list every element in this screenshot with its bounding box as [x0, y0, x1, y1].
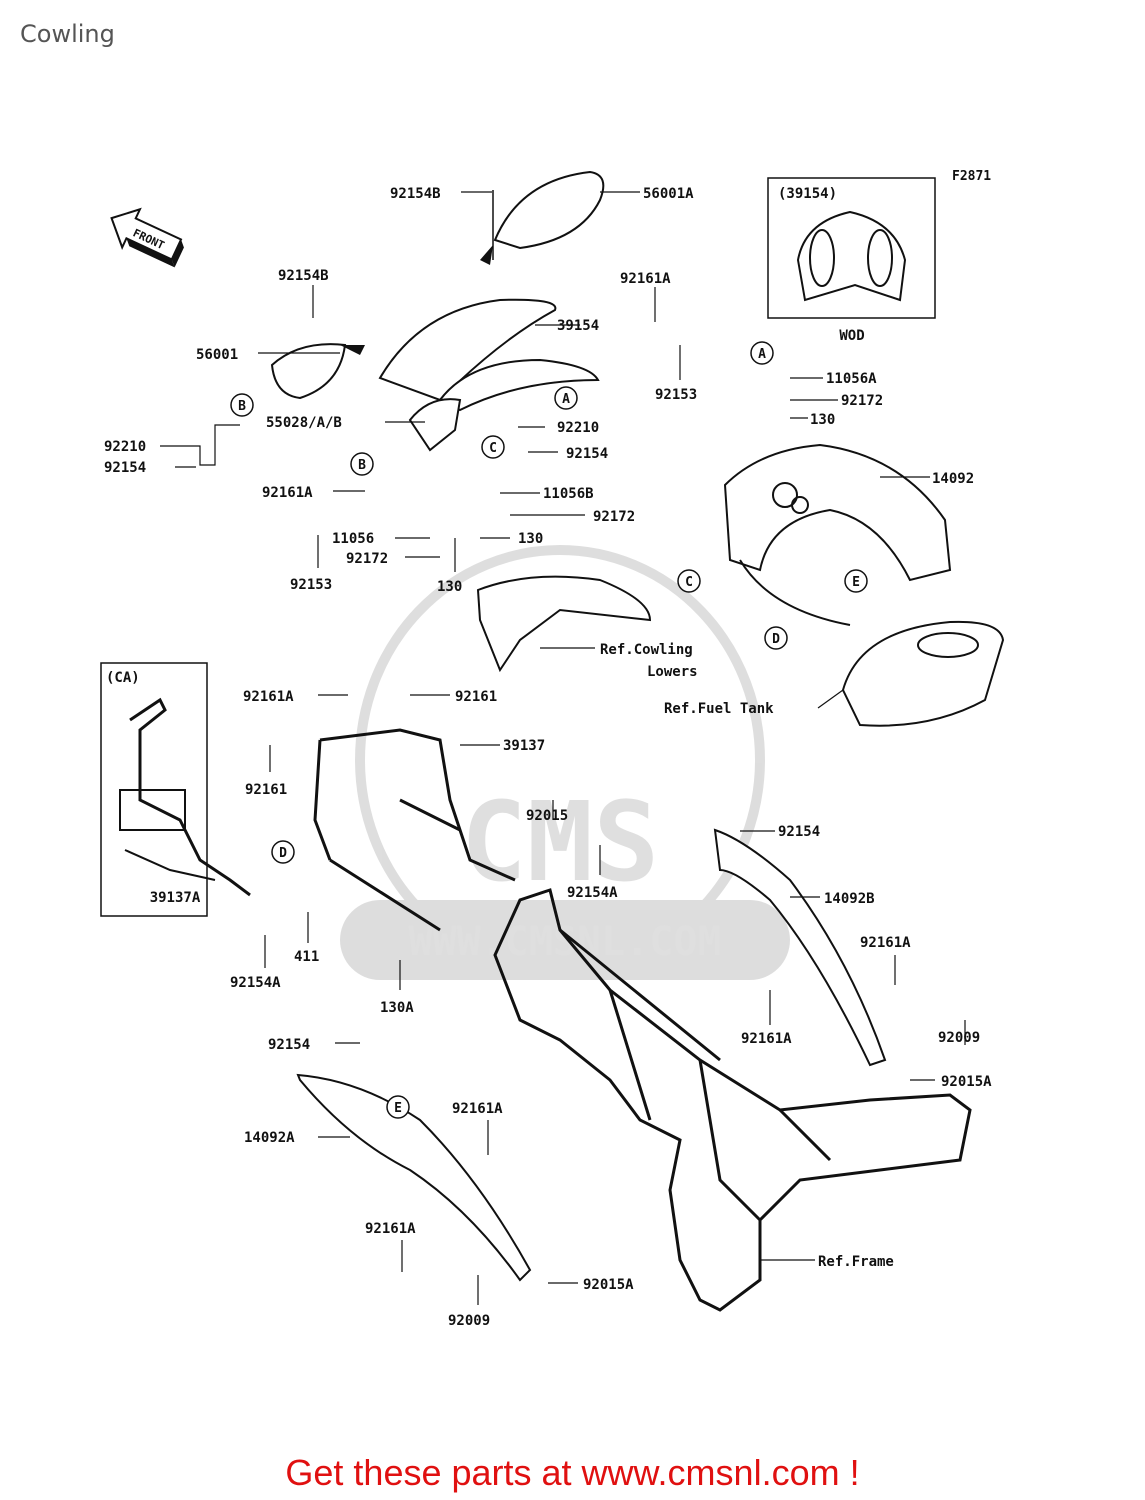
- svg-text:B: B: [238, 399, 246, 414]
- reference-labels: Ref.Cowling Lowers Ref.Fuel Tank Ref.Fra…: [600, 642, 894, 1270]
- front-arrow-icon: FRONT: [110, 207, 184, 268]
- part-label: 92210: [557, 420, 599, 436]
- cowling-stay: [408, 398, 462, 452]
- watermark-url: WWW.CMSNL.COM: [408, 919, 721, 965]
- part-label: 92161A: [262, 485, 313, 501]
- part-labels: 92154B 56001A 92154B 39154 92161A 56001 …: [104, 186, 992, 1329]
- part-label: 92015A: [583, 1277, 634, 1293]
- inner-cowling: [723, 443, 952, 626]
- part-label: 55028/A/B: [266, 415, 342, 431]
- watermark-brand: CMS: [461, 778, 660, 906]
- svg-text:D: D: [279, 846, 287, 861]
- svg-text:B: B: [358, 458, 366, 473]
- part-label: 92154: [566, 446, 608, 462]
- ref-frame: Ref.Frame: [818, 1254, 894, 1270]
- callout-circle: B: [350, 452, 374, 476]
- svg-text:A: A: [562, 392, 570, 407]
- part-label: 11056: [332, 531, 374, 547]
- callout-circle: E: [844, 569, 868, 593]
- inset-wod-code: (39154): [778, 186, 837, 202]
- part-label: 92210: [104, 439, 146, 455]
- part-label: 92009: [938, 1030, 980, 1046]
- part-label: 92154A: [567, 885, 618, 901]
- svg-text:D: D: [772, 632, 780, 647]
- part-label: 92015A: [941, 1074, 992, 1090]
- part-label: 92172: [841, 393, 883, 409]
- watermark: CMS WWW.CMSNL.COM: [340, 545, 790, 980]
- callout-circle: A: [554, 386, 578, 410]
- callout-circle: D: [271, 840, 295, 864]
- mirror-left: [270, 343, 365, 400]
- part-label: 92154A: [230, 975, 281, 991]
- figure-code: F2871: [952, 169, 991, 184]
- part-label: 92172: [346, 551, 388, 567]
- part-label: 92161A: [452, 1101, 503, 1117]
- parts-diagram: CMS WWW.CMSNL.COM F2871 FRONT (39154) WO…: [100, 169, 1005, 1329]
- part-label: 130: [518, 531, 543, 547]
- part-label: 130A: [380, 1000, 414, 1016]
- inset-ca-code: (CA): [106, 670, 140, 686]
- part-label: 92161A: [620, 271, 671, 287]
- part-label: 92161: [245, 782, 287, 798]
- callout-circle: C: [481, 435, 505, 459]
- page-title: Cowling: [20, 20, 115, 48]
- cowling-bracket: [313, 728, 516, 932]
- part-label: 92154B: [390, 186, 441, 202]
- inset-wod: (39154) WOD: [767, 177, 936, 344]
- svg-text:C: C: [489, 441, 497, 456]
- part-label: 11056A: [826, 371, 877, 387]
- part-label: 92009: [448, 1313, 490, 1329]
- callout-circle: A: [750, 341, 774, 365]
- part-label: 92154: [104, 460, 146, 476]
- part-label: 14092A: [244, 1130, 295, 1146]
- part-label: 130: [437, 579, 462, 595]
- leader-lines: [160, 191, 966, 1305]
- callouts: B A A C B C E D D E: [230, 341, 868, 1119]
- part-label: 14092B: [824, 891, 875, 907]
- part-label: 92015: [526, 808, 568, 824]
- footer-link[interactable]: Get these parts at www.cmsnl.com !: [285, 1452, 860, 1493]
- callout-circle: B: [230, 393, 254, 417]
- part-label: 92154: [268, 1037, 310, 1053]
- part-label: 92161A: [243, 689, 294, 705]
- inset-ca: (CA) 39137A: [100, 662, 251, 917]
- part-label: 14092: [932, 471, 974, 487]
- part-label: 92161A: [741, 1031, 792, 1047]
- part-label: 92153: [655, 387, 697, 403]
- inset-wod-label: WOD: [839, 328, 864, 344]
- part-label: 39137: [503, 738, 545, 754]
- svg-text:A: A: [758, 347, 766, 362]
- part-label: 92172: [593, 509, 635, 525]
- ref-fuel-tank: Ref.Fuel Tank: [664, 701, 774, 717]
- svg-text:E: E: [394, 1101, 402, 1116]
- callout-circle: D: [764, 626, 788, 650]
- side-cover-right: [713, 828, 887, 1067]
- part-label: 411: [294, 949, 319, 965]
- ref-cowling-lowers-2: Lowers: [647, 664, 698, 680]
- inset-ca-part: 39137A: [150, 890, 201, 906]
- part-label: 92153: [290, 577, 332, 593]
- part-label: 92161A: [860, 935, 911, 951]
- part-label: 56001: [196, 347, 238, 363]
- svg-text:C: C: [685, 575, 693, 590]
- upper-cowling: [378, 298, 600, 412]
- mirror-right: [480, 170, 605, 265]
- callout-circle: C: [677, 569, 701, 593]
- part-label: 130: [810, 412, 835, 428]
- part-label: 92154: [778, 824, 820, 840]
- part-label: 92161: [455, 689, 497, 705]
- part-label: 11056B: [543, 486, 594, 502]
- part-label: 92154B: [278, 268, 329, 284]
- part-label: 39154: [557, 318, 599, 334]
- cowling-lowers: [476, 575, 652, 673]
- callout-circle: E: [386, 1095, 410, 1119]
- part-label: 92161A: [365, 1221, 416, 1237]
- ref-cowling-lowers: Ref.Cowling: [600, 642, 693, 658]
- svg-text:E: E: [852, 575, 860, 590]
- part-label: 56001A: [643, 186, 694, 202]
- fuel-tank: [841, 620, 1005, 727]
- frame: [493, 888, 972, 1312]
